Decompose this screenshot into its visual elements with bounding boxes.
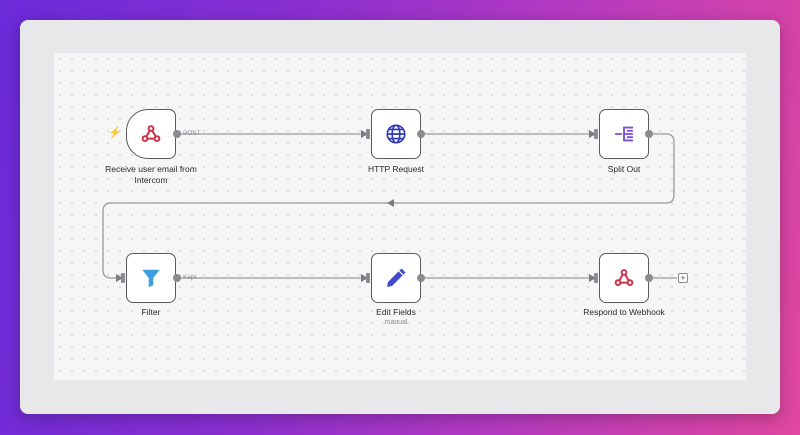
webhook-icon bbox=[141, 125, 161, 142]
input-port-filter[interactable] bbox=[121, 273, 125, 283]
node-label-edit: Edit Fields bbox=[376, 307, 416, 317]
output-port-edit[interactable] bbox=[417, 274, 425, 282]
input-port-http[interactable] bbox=[366, 129, 370, 139]
input-port-respond[interactable] bbox=[594, 273, 598, 283]
input-port-edit[interactable] bbox=[366, 273, 370, 283]
workflow-canvas[interactable] bbox=[54, 53, 746, 380]
node-respond-to-webhook[interactable] bbox=[599, 253, 649, 303]
node-label-filter: Filter bbox=[141, 307, 161, 317]
output-label-kept: Kept bbox=[183, 274, 197, 281]
node-label-split: Split Out bbox=[607, 164, 641, 174]
output-port-receive[interactable] bbox=[173, 130, 181, 138]
node-sublabel-manual: manual bbox=[384, 319, 408, 326]
node-label-respond: Respond to Webhook bbox=[583, 307, 665, 317]
split-out-icon bbox=[614, 126, 634, 142]
filter-icon bbox=[142, 269, 160, 288]
output-port-filter[interactable] bbox=[173, 274, 181, 282]
webhook-icon bbox=[614, 269, 634, 286]
output-label-post: POST bbox=[183, 130, 201, 137]
node-edit-fields[interactable] bbox=[371, 253, 421, 303]
globe-icon bbox=[386, 124, 406, 144]
node-split-out[interactable] bbox=[599, 109, 649, 159]
node-filter[interactable] bbox=[126, 253, 176, 303]
output-port-respond[interactable] bbox=[645, 274, 653, 282]
node-http-request[interactable] bbox=[371, 109, 421, 159]
output-port-split[interactable] bbox=[645, 130, 653, 138]
add-node-button[interactable]: + bbox=[678, 273, 688, 283]
node-label-http: HTTP Request bbox=[367, 164, 425, 174]
pencil-icon bbox=[387, 268, 406, 287]
lightning-icon: ⚡ bbox=[108, 127, 122, 139]
output-port-http[interactable] bbox=[417, 130, 425, 138]
node-label-receive: Receive user email from Intercom bbox=[105, 164, 197, 185]
node-receive-user-email[interactable] bbox=[126, 109, 176, 159]
input-port-split[interactable] bbox=[594, 129, 598, 139]
